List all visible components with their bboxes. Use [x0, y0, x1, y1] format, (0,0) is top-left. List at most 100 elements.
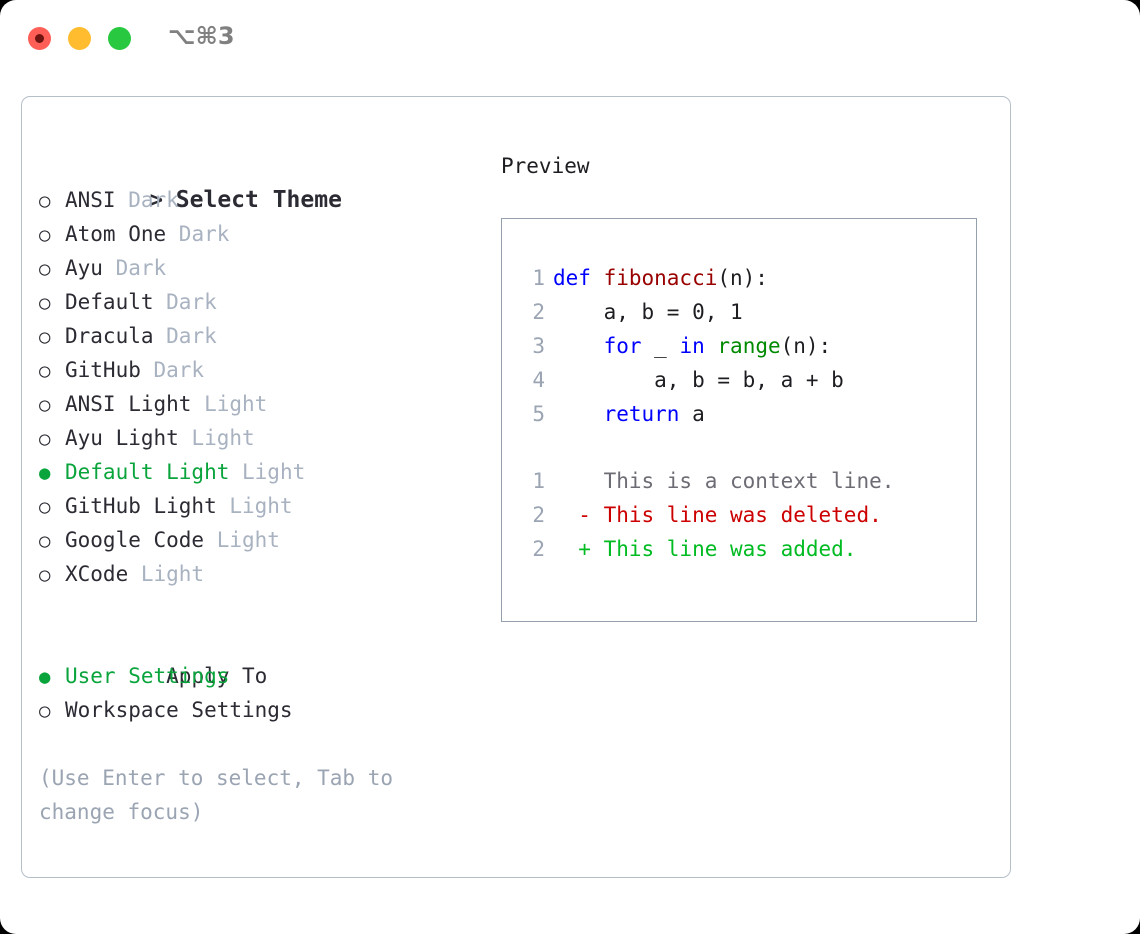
diff-sign: [553, 469, 604, 493]
keyboard-hint: (Use Enter to select, Tab to change focu…: [39, 766, 394, 824]
radio-unselected-icon: ○: [39, 326, 51, 348]
theme-option-tag: Light: [229, 460, 306, 484]
diff-line: 2 - This line was deleted.: [502, 498, 976, 532]
theme-option[interactable]: ● Default Light Light: [39, 455, 479, 489]
close-button[interactable]: [28, 27, 51, 50]
code-line: 4 a, b = b, a + b: [502, 363, 976, 397]
select-theme-header: >Select Theme: [39, 149, 479, 213]
diff-sample: 1 This is a context line.2 - This line w…: [502, 464, 976, 566]
diff-line: 2 + This line was added.: [502, 532, 976, 566]
radio-selected-icon: ●: [39, 462, 51, 484]
theme-option[interactable]: ○ ANSI Dark: [39, 183, 479, 217]
minimize-button[interactable]: [68, 27, 91, 50]
theme-option-label: Google Code: [65, 528, 205, 552]
radio-unselected-icon: ○: [39, 360, 51, 382]
radio-unselected-icon: ○: [39, 394, 51, 416]
apply-to-option-label: User Settings: [65, 664, 230, 688]
theme-option[interactable]: ○ GitHub Dark: [39, 353, 479, 387]
theme-option-tag: Dark: [102, 256, 167, 280]
code-line: 3 for _ in range(n):: [502, 329, 976, 363]
diff-text: This line was added.: [603, 537, 857, 561]
theme-option-tag: Light: [178, 426, 255, 450]
radio-unselected-icon: ○: [39, 190, 51, 212]
line-number: 5: [532, 402, 545, 426]
code-line: 2 a, b = 0, 1: [502, 295, 976, 329]
code-token: [553, 402, 604, 426]
radio-unselected-icon: ○: [39, 224, 51, 246]
line-number: 2: [532, 503, 545, 527]
theme-option[interactable]: ○ Ayu Light Light: [39, 421, 479, 455]
theme-option-label: ANSI Light: [65, 392, 192, 416]
radio-unselected-icon: ○: [39, 496, 51, 518]
theme-option[interactable]: ○Dracula Dark: [39, 319, 479, 353]
theme-option[interactable]: ○Atom One Dark: [39, 217, 479, 251]
code-token: in: [679, 334, 705, 358]
code-token: a: [679, 402, 705, 426]
code-token: a, b = b, a + b: [553, 368, 844, 392]
theme-option-label: Atom One: [65, 222, 167, 246]
theme-option-tag: Light: [128, 562, 205, 586]
diff-sign: +: [553, 537, 604, 561]
content-panel: >Select Theme ○ ANSI Dark ○ Atom One Dark ○ A…: [21, 96, 1011, 878]
apply-to-label: Apply To: [166, 664, 268, 688]
select-theme-label: Select Theme: [175, 187, 342, 213]
radio-unselected-icon: ○: [39, 258, 51, 280]
close-icon: [35, 34, 44, 43]
theme-option[interactable]: ○ ANSI Light Light: [39, 387, 479, 421]
line-number: 3: [532, 334, 545, 358]
theme-option-label: GitHub Light: [65, 494, 217, 518]
code-token: (n):: [717, 266, 768, 290]
theme-option[interactable]: ○ GitHub Light Light: [39, 489, 479, 523]
theme-option-label: ANSI: [65, 188, 116, 212]
theme-selector-column: >Select Theme ○ ANSI Dark ○ Atom One Dark ○ A…: [39, 149, 479, 829]
theme-option-tag: Light: [216, 494, 293, 518]
theme-option-tag: Dark: [140, 358, 205, 382]
line-number: 1: [532, 266, 545, 290]
theme-option-label: Dracula: [65, 324, 154, 348]
theme-option-label: Ayu Light: [65, 426, 179, 450]
code-token: for: [603, 334, 642, 358]
line-number: 1: [532, 469, 545, 493]
line-number: 2: [532, 537, 545, 561]
radio-unselected-icon: ○: [39, 564, 51, 586]
line-number: 2: [532, 300, 545, 324]
diff-text: This line was deleted.: [603, 503, 882, 527]
apply-to-option-label: Workspace Settings: [65, 698, 293, 722]
code-token: a, b = 0, 1: [553, 300, 743, 324]
preview-title: Preview: [501, 154, 590, 178]
code-token: _: [641, 334, 680, 358]
maximize-button[interactable]: [108, 27, 131, 50]
apply-to-option[interactable]: ○Workspace Settings: [39, 693, 479, 727]
radio-unselected-icon: ○: [39, 530, 51, 552]
diff-sign: -: [553, 503, 604, 527]
section-spacer: [39, 591, 479, 625]
title-bar: ⌥⌘3: [0, 0, 1140, 78]
theme-option-label: Ayu: [65, 256, 103, 280]
code-token: fibonacci: [603, 266, 718, 290]
code-line: 5 return a: [502, 397, 976, 431]
diff-text: This is a context line.: [603, 469, 895, 493]
theme-option-label: GitHub: [65, 358, 141, 382]
code-token: return: [603, 402, 680, 426]
theme-option[interactable]: ○ Ayu Dark: [39, 251, 479, 285]
theme-option[interactable]: ○ XCode Light: [39, 557, 479, 591]
theme-option-tag: Dark: [153, 290, 217, 314]
theme-option-tag: Light: [191, 392, 268, 416]
apply-to-option[interactable]: ● User Settings: [39, 659, 479, 693]
diff-line: 1 This is a context line.: [502, 464, 976, 498]
radio-unselected-icon: ○: [39, 428, 51, 450]
theme-option-label: XCode: [65, 562, 129, 586]
theme-option-tag: Light: [204, 528, 280, 552]
radio-selected-icon: ●: [39, 666, 51, 688]
theme-option-label: Default Light: [65, 460, 230, 484]
theme-option[interactable]: ○ Google Code Light: [39, 523, 479, 557]
apply-to-list: ● User Settings ○Workspace Settings: [39, 659, 479, 727]
theme-option-tag: Dark: [115, 188, 179, 212]
theme-option[interactable]: ○Default Dark: [39, 285, 479, 319]
apply-to-header: Apply To: [39, 625, 479, 688]
theme-list: ○ANSI Dark○Atom One Dark○Ayu Dark○Defaul…: [39, 183, 479, 591]
